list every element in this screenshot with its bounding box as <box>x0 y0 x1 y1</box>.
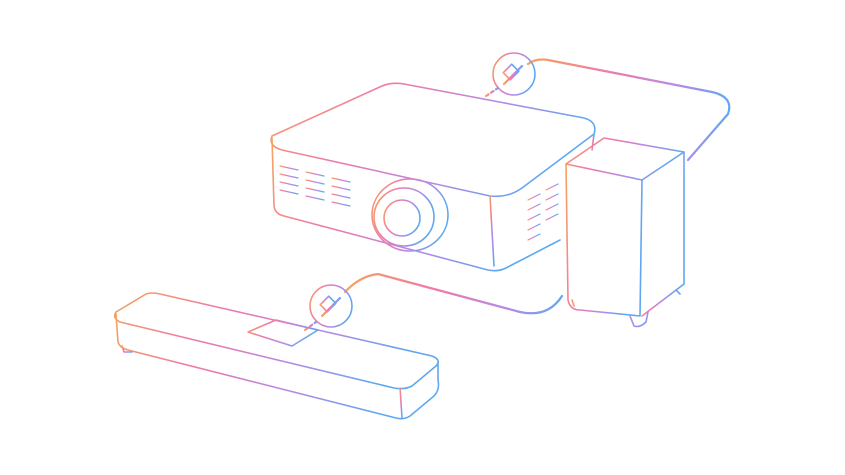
vent-grille-left <box>279 165 351 207</box>
cable-top <box>526 58 731 162</box>
vent-grille-right <box>527 183 559 241</box>
projector-icon <box>270 82 596 272</box>
cable-bottom <box>343 272 564 315</box>
soundbar-icon <box>113 292 440 420</box>
cable-connector-icon <box>484 52 536 98</box>
subwoofer-icon <box>565 137 685 328</box>
cable-connector-icon <box>303 284 353 332</box>
